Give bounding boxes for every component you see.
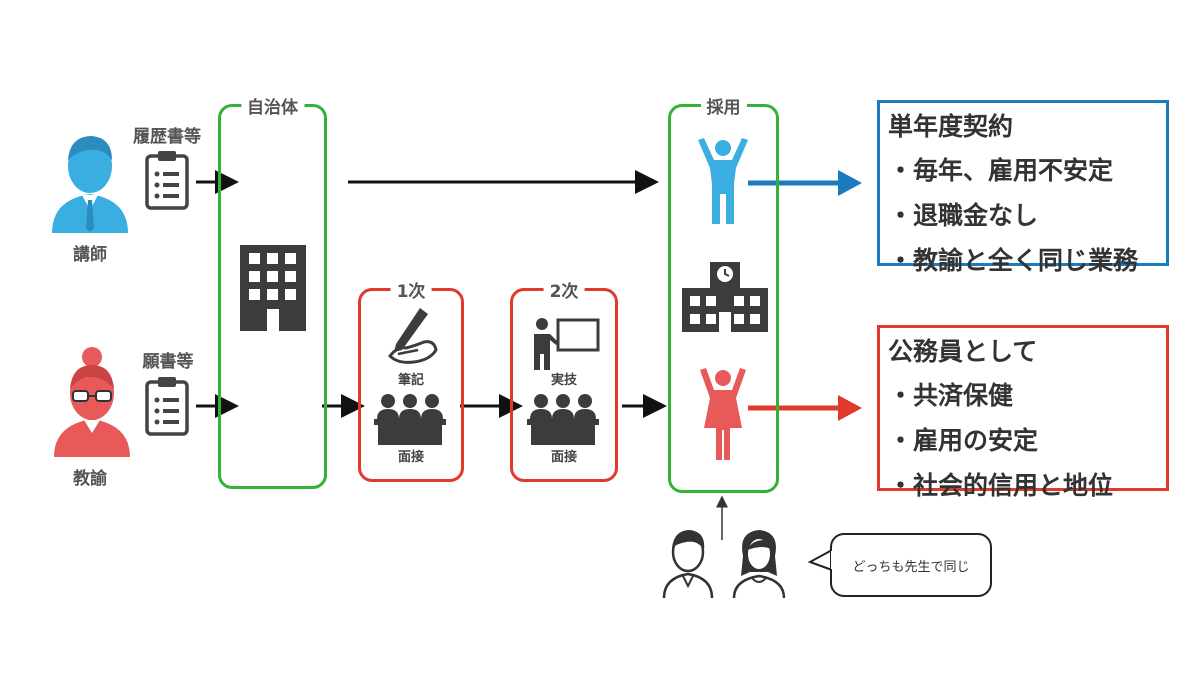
student-icon [730,526,788,599]
teacher-label: 教諭 [73,469,107,489]
building-icon [240,245,306,331]
lecturer-outcome-item: ・教諭と全く同じ業務 [888,246,1139,275]
stage1-activity-label: 筆記 [397,373,424,388]
teacher-document-label: 願書等 [142,352,194,372]
municipality-title: 自治体 [241,93,304,118]
teacher-outcome-title: 公務員として [888,337,1038,366]
arrow-blue-head [838,170,862,196]
teacher-board-icon [530,316,600,370]
lecturer-document-label: 履歴書等 [133,127,201,147]
comment-text: どっちも先生で同じ [852,559,970,575]
lecturer-outcome-box: 単年度契約 ・毎年、雇用不安定 ・退職金なし ・教諭と全く同じ業務 [877,100,1169,275]
stage2-activity-label: 実技 [550,373,577,388]
bubble-tail-mask [831,551,835,569]
person-female-icon [50,345,134,457]
stage1-title: 1次 [390,277,432,302]
school-icon [682,262,768,332]
person-cheering-icon [698,368,748,460]
teacher-outcome-item: ・雇用の安定 [888,426,1039,455]
clipboard-icon [145,150,189,210]
stage2-title: 2次 [543,277,585,302]
stage1-interview-label: 面接 [397,450,424,465]
person-male-icon [48,128,132,233]
comment-bubble: どっちも先生で同じ [830,533,992,597]
stage1-box: 1次 [358,277,464,482]
interview-panel-icon [527,393,599,445]
student-icon [660,526,716,599]
lecturer-outcome-item: ・退職金なし [888,201,1039,230]
lecturer-outcome-item: ・毎年、雇用不安定 [888,156,1114,185]
person-cheering-icon [696,138,750,224]
teacher-outcome-box: 公務員として ・共済保健 ・雇用の安定 ・社会的信用と地位 [877,325,1169,500]
lecturer-outcome-title: 単年度契約 [888,112,1014,141]
arrow-red-head [838,395,862,421]
writing-hand-icon [384,306,438,364]
interview-panel-icon [374,393,446,445]
stage2-interview-label: 面接 [550,450,577,465]
teacher-outcome-item: ・共済保健 [888,381,1014,410]
speech-bubble-tail [808,549,833,571]
municipality-box: 自治体 [218,93,327,489]
teacher-outcome-item: ・社会的信用と地位 [888,471,1114,500]
hiring-title: 採用 [700,93,747,118]
clipboard-icon [145,376,189,436]
hiring-box: 採用 [668,93,779,493]
stage2-box: 2次 [510,277,618,482]
lecturer-label: 講師 [73,245,107,265]
